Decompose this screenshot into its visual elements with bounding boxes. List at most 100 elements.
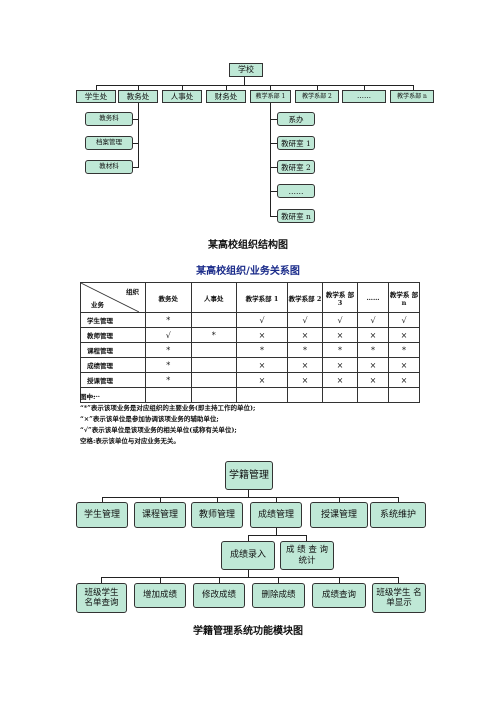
relation-cell: √ (287, 312, 323, 328)
relation-cell: × (357, 372, 389, 388)
module-class-roster-display: 班级学生 名单显示 (372, 583, 426, 613)
relation-cell: × (388, 327, 420, 343)
relation-cell: × (236, 357, 288, 373)
module-system-maintenance: 系统维护 (370, 502, 426, 528)
module-grade-query: 成绩查询 (312, 583, 366, 608)
table-legend-notes: 图中: “*”表示该项业务是对应组织的主要业务(即主持工作的单位); “×”表示… (80, 392, 255, 447)
relation-cell: × (236, 372, 288, 388)
module-course-mgmt: 课程管理 (134, 502, 186, 528)
corner-business-label: 业务 (91, 301, 104, 309)
table-row: 教师管理√*××××× (80, 327, 420, 343)
relation-cell: √ (388, 312, 420, 328)
module-chart-caption: 学籍管理系统功能模块图 (193, 626, 303, 637)
relation-cell: × (322, 372, 358, 388)
table-corner-cell: 组织 业务 (80, 282, 146, 313)
relation-table: 组织 业务 教务处 人事处 教学系部 1 教学系部 2 教学系 部 3 …… 教… (80, 282, 420, 403)
legend-note: “×”表示该单位是参加协调该项业务的辅助单位; (80, 415, 219, 423)
module-student-mgmt: 学生管理 (76, 502, 128, 528)
relation-cell: × (287, 357, 323, 373)
module-grade-query-stats: 成 绩 查 询 统计 (280, 541, 334, 570)
org-root: 学校 (229, 63, 263, 77)
legend-note: 图中: (80, 393, 96, 401)
relation-cell: × (322, 357, 358, 373)
table-row: 课程管理****** (80, 342, 420, 358)
relation-cell: × (357, 327, 389, 343)
relation-cell: * (236, 342, 288, 358)
relation-cell (388, 387, 420, 403)
relation-cell: * (145, 342, 192, 358)
org-unit-finance-office: 财务处 (206, 90, 246, 103)
org-unit-dept-1: 教学系部 1 (250, 90, 291, 103)
module-edit-grade: 修改成绩 (193, 583, 245, 608)
relation-cell (190, 342, 237, 358)
legend-note: 空格:表示该单位与对应业务无关。 (80, 437, 180, 445)
relation-cell: √ (357, 312, 389, 328)
relation-cell (357, 387, 389, 403)
org-sub-archives: 档案管理 (85, 136, 133, 150)
relation-cell (190, 357, 237, 373)
org-sub-textbook-section: 教材科 (85, 160, 133, 174)
org-sub-academic-section: 教务科 (85, 112, 133, 126)
org-unit-personnel-office: 人事处 (162, 90, 202, 103)
corner-diagonal (81, 283, 139, 312)
relation-cell: * (145, 357, 192, 373)
org-unit-academic-office: 教务处 (118, 90, 158, 103)
row-header: 成绩管理 (80, 357, 146, 373)
org-sub-teaching-room-ellipsis: …… (277, 184, 315, 198)
module-teacher-mgmt: 教师管理 (191, 502, 243, 528)
relation-cell: × (236, 327, 288, 343)
relation-cell: × (287, 372, 323, 388)
relation-cell (190, 372, 237, 388)
relation-cell: * (322, 342, 358, 358)
relation-cell: * (357, 342, 389, 358)
org-sub-teaching-room-2: 教研室 2 (277, 160, 315, 174)
relation-cell: × (357, 357, 389, 373)
org-unit-student-office: 学生处 (76, 90, 116, 103)
relation-cell (190, 312, 237, 328)
table-row: 授课管理*××××× (80, 372, 420, 388)
module-add-grade: 增加成绩 (134, 583, 186, 608)
module-teaching-mgmt: 授课管理 (310, 502, 368, 528)
col-header: 教学系部 2 (287, 282, 323, 313)
relation-cell: * (287, 342, 323, 358)
org-unit-dept-n: 教学系部 n (390, 90, 434, 103)
table-row: …… (80, 387, 420, 403)
module-grade-entry: 成绩录入 (221, 541, 275, 570)
module-grade-mgmt: 成绩管理 (250, 502, 302, 528)
row-header: 学生管理 (80, 312, 146, 328)
relation-cell: * (388, 342, 420, 358)
relation-cell: × (287, 327, 323, 343)
table-row: 成绩管理*××××× (80, 357, 420, 373)
row-header: 教师管理 (80, 327, 146, 343)
relation-cell: √ (322, 312, 358, 328)
legend-note: “√”表示该单位是该项业务的相关单位(或称有关单位); (80, 426, 237, 434)
relation-cell: × (322, 327, 358, 343)
col-header: …… (357, 282, 389, 313)
org-chart-caption: 某高校组织结构图 (208, 240, 288, 251)
table-row: 学生管理*√√√√√ (80, 312, 420, 328)
col-header: 教务处 (145, 282, 192, 313)
row-header: 课程管理 (80, 342, 146, 358)
row-header: …… (80, 387, 146, 403)
org-sub-teaching-room-n: 教研室 n (277, 209, 315, 223)
row-header: 授课管理 (80, 372, 146, 388)
relation-cell (287, 387, 323, 403)
relation-cell: * (190, 327, 237, 343)
relation-cell: √ (236, 312, 288, 328)
relation-cell: × (388, 357, 420, 373)
col-header: 人事处 (190, 282, 237, 313)
relation-cell (322, 387, 358, 403)
org-sub-teaching-room-1: 教研室 1 (277, 136, 315, 150)
col-header: 教学系 部 3 (322, 282, 358, 313)
col-header: 教学系部 1 (236, 282, 288, 313)
col-header: 教学系 部 n (388, 282, 420, 313)
org-sub-dept-office: 系办 (277, 112, 315, 126)
module-class-roster-query: 班级学生 名单查询 (76, 583, 127, 613)
module-root: 学籍管理 (225, 461, 273, 490)
relation-table-title: 某高校组织/业务关系图 (196, 266, 300, 277)
corner-org-label: 组织 (126, 288, 139, 296)
relation-cell: × (388, 372, 420, 388)
org-unit-dept-ellipsis: …… (342, 90, 386, 103)
relation-cell: * (145, 312, 192, 328)
relation-cell: √ (145, 327, 192, 343)
